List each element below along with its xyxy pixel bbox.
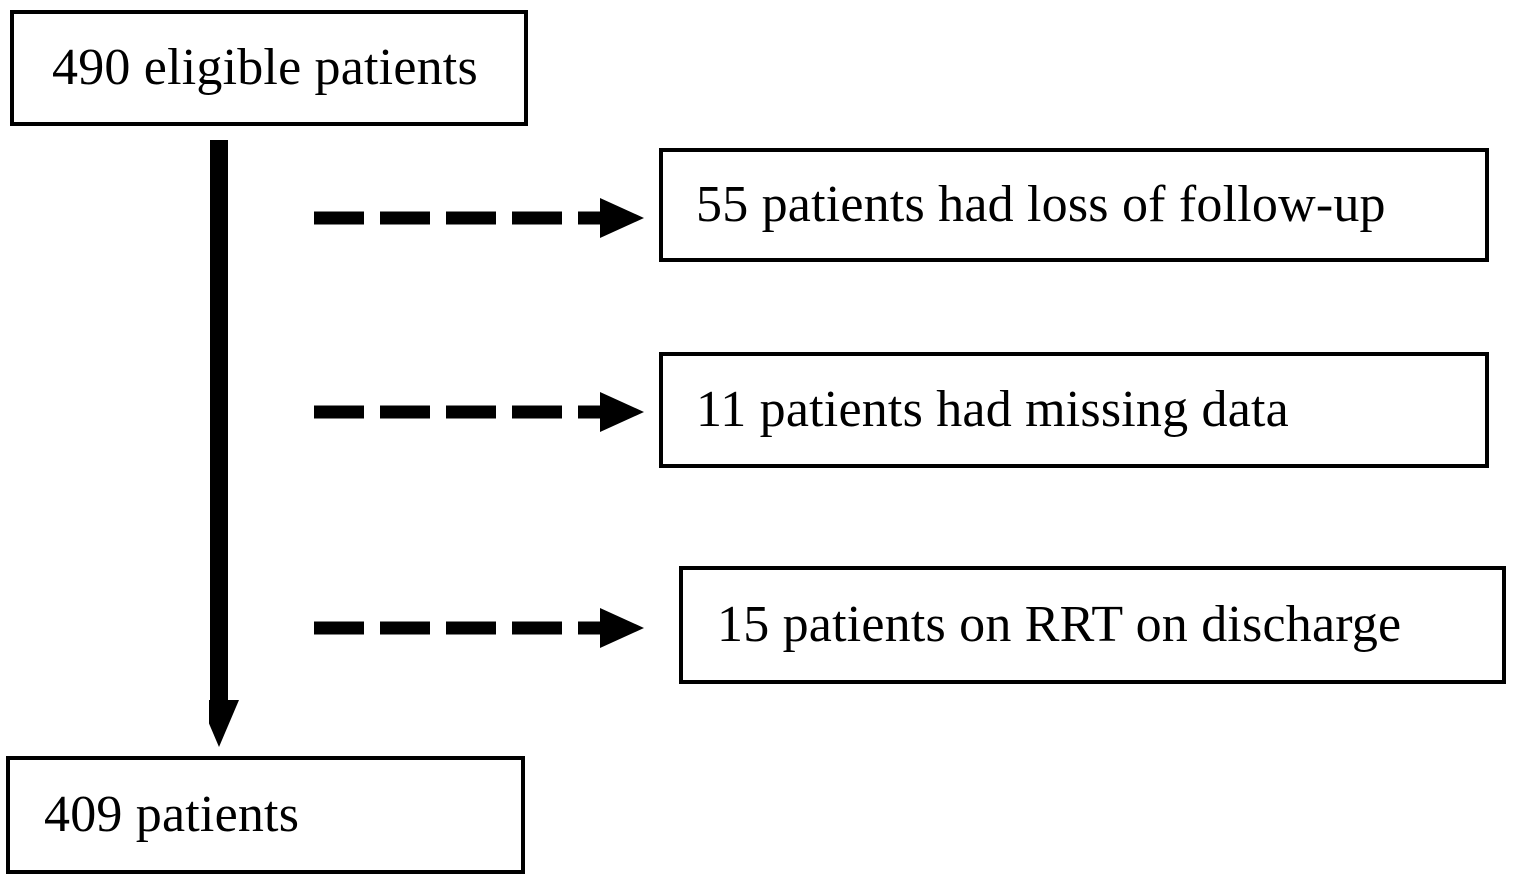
node-final-cohort-label: 409 patients bbox=[44, 785, 300, 843]
node-eligible-patients: 490 eligible patients bbox=[10, 10, 528, 126]
node-exclusion-missing-data: 11 patients had missing data bbox=[659, 352, 1489, 468]
branch-arrow-missing-data bbox=[314, 392, 644, 432]
node-exclusion-rrt-on-discharge-label: 15 patients on RRT on discharge bbox=[717, 595, 1402, 653]
main-flow-arrow-down bbox=[209, 140, 239, 747]
node-exclusion-missing-data-label: 11 patients had missing data bbox=[696, 380, 1289, 438]
branch-arrow-loss-of-followup bbox=[314, 198, 644, 238]
node-exclusion-loss-of-followup-label: 55 patients had loss of follow-up bbox=[696, 175, 1386, 233]
node-final-cohort: 409 patients bbox=[6, 756, 525, 874]
branch-arrow-rrt-on-discharge bbox=[314, 608, 644, 648]
node-exclusion-loss-of-followup: 55 patients had loss of follow-up bbox=[659, 148, 1489, 262]
node-exclusion-rrt-on-discharge: 15 patients on RRT on discharge bbox=[679, 566, 1506, 684]
node-eligible-patients-label: 490 eligible patients bbox=[52, 38, 478, 96]
